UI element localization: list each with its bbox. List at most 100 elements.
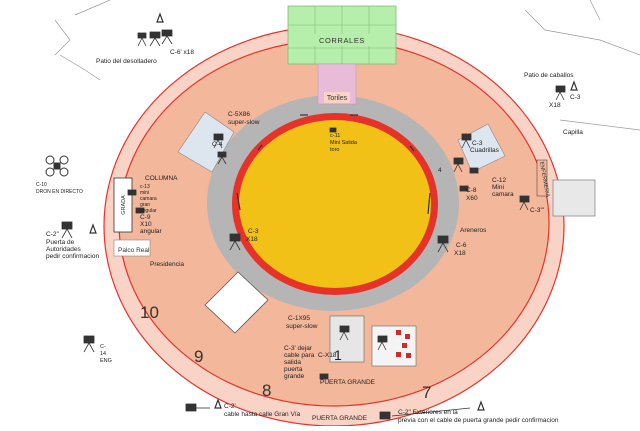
presidencia-label: Presidencia [150, 261, 184, 268]
c2-left-label: C-2'' [46, 231, 59, 238]
capilla-label: Capilla [563, 129, 583, 136]
camera-c6-icon-2 [161, 29, 173, 45]
c6-label: C-6' x18 [170, 49, 194, 56]
c3-left-label-2: X18 [246, 236, 258, 243]
c11-label-1: c-11 [330, 133, 340, 139]
c9-label-1: C-9 [140, 214, 151, 221]
c3-dejar-label-5: grande [284, 373, 305, 380]
corrales-label: CORRALES [319, 36, 365, 45]
c4-left-label: C-4 [212, 141, 223, 148]
puerta-autoridades-3: pedir confirmacion [46, 253, 99, 260]
camera-bottom-right-icon [377, 335, 388, 351]
c2-ext-label-2: previa con el cable de puerta grande ped… [398, 417, 559, 424]
camera-c12-icon [469, 167, 479, 174]
c5-label-2: super-slow [228, 119, 260, 126]
camera-c2-left-icon [61, 221, 73, 239]
background-lines [54, 0, 640, 131]
c2-calle-label-2: cable hasta calle Gran Vía [224, 411, 301, 418]
corrales-block: CORRALES [287, 5, 397, 65]
c3-dejar-label-3: salida [284, 359, 301, 366]
labels: C-6' x18 Patio del desolladero Patio de … [36, 49, 583, 424]
c3-left-label-1: C-3 [248, 228, 259, 235]
camera-c9-icon [127, 189, 137, 196]
c6-right-label-2: X18 [454, 250, 466, 257]
camera-c13-icon [135, 207, 145, 214]
cuadrillas-label: Cuadrillas [470, 147, 500, 154]
c13-label-4: gran [140, 202, 150, 208]
toriles-block: Toriles [317, 63, 357, 105]
c12-label-1: C-12 [492, 177, 506, 184]
enfermeria-building [552, 179, 596, 217]
camera-c6-icon [149, 31, 161, 47]
c3-far-label: C-3''' [530, 207, 544, 214]
camera-c8-icon [459, 185, 469, 192]
camera-puerta-icon [319, 373, 329, 380]
palco-real-box: Palco Real [113, 239, 151, 257]
areneros-label: Areneros [460, 227, 487, 234]
patio-caballos-label: Patio de caballos [524, 72, 574, 79]
c9-label-2: X10 [140, 221, 152, 228]
zone-bottom-c1x95 [329, 315, 365, 363]
c1-number: 1 [334, 347, 342, 363]
c6-right-label-1: C-6 [456, 242, 467, 249]
grada-box: GRADA [113, 177, 133, 233]
puerta-autoridades-1: Puerta de [46, 239, 75, 246]
c9-label-3: angular [140, 228, 163, 235]
c3-dejar-label-2: cable para [284, 352, 315, 359]
c14-label-2: 14 [100, 351, 106, 357]
camera-c2-calle-icon [185, 403, 197, 412]
zone-enfermeria-marker [536, 159, 548, 197]
c12-label-3: camara [492, 191, 514, 198]
c14-label-3: ENG [100, 358, 112, 364]
c3-dejar-label-1: C-3' dejar [284, 345, 313, 352]
c1x95-label-2: super-slow [286, 323, 318, 330]
c3-top-right-label-2: X18 [549, 102, 561, 109]
c13-label-5: angular [140, 208, 157, 214]
zone-bottom-right [371, 325, 417, 367]
c13-label-3: camara [140, 196, 157, 202]
camera-c1x95-icon [339, 325, 350, 341]
platform-lower-left [204, 271, 269, 334]
barrier-gates [236, 114, 431, 215]
c11-label-2: Mini Salida [330, 140, 358, 146]
camera-c3-far-icon [519, 195, 530, 211]
c3-right-label: C-3 [472, 140, 483, 147]
c4-right-label: 4 [438, 167, 442, 174]
camera-c14-icon [83, 335, 95, 353]
c10-label-1: C-10 [36, 182, 47, 188]
camera-c3-left-icon [229, 233, 241, 251]
puerta-grande-outer-label: PUERTA GRANDE [312, 415, 368, 422]
puerta-autoridades-2: Autoridades [46, 246, 81, 253]
camera-c4-icon [217, 151, 227, 165]
operator-marks [89, 12, 578, 411]
cx18-label: C-X18 [318, 352, 337, 359]
puerta-grande-inner-label: PUERTA GRANDE [320, 379, 376, 386]
c13-label-1: c-13 [140, 184, 150, 190]
grada-label: GRADA [121, 195, 127, 215]
c8-label-2: X60 [466, 195, 478, 202]
c3-top-right-label-1: C-3 [570, 94, 581, 101]
sector-9: 9 [194, 347, 203, 366]
c13-label-2: mini [140, 190, 149, 196]
sector-8: 8 [262, 381, 271, 400]
c2-ext-label-1: C-2" Exteriores en la [398, 409, 458, 416]
drone-icon [45, 155, 69, 177]
camera-c3-top-right-icon [555, 85, 566, 101]
red-markers [396, 330, 411, 358]
arena-sand [239, 120, 431, 288]
c14-label-1: C- [100, 344, 106, 350]
camera-c6-right-icon [437, 235, 449, 253]
camera-c3-right-icon [461, 133, 472, 149]
cables [196, 407, 471, 417]
toriles-label: Toriles [327, 95, 348, 102]
c11-label-3: toro [330, 147, 339, 153]
camera-c6-icon-3 [137, 32, 147, 47]
camera-c2-ext-icon [379, 411, 391, 420]
columna-label: COLUMNA [145, 175, 178, 182]
camera-c5-icon [213, 133, 224, 149]
c10-label-2: DRON EN DIRECTO [36, 189, 83, 195]
camera-c4-right-icon [453, 157, 464, 173]
camera-icons [61, 29, 566, 420]
